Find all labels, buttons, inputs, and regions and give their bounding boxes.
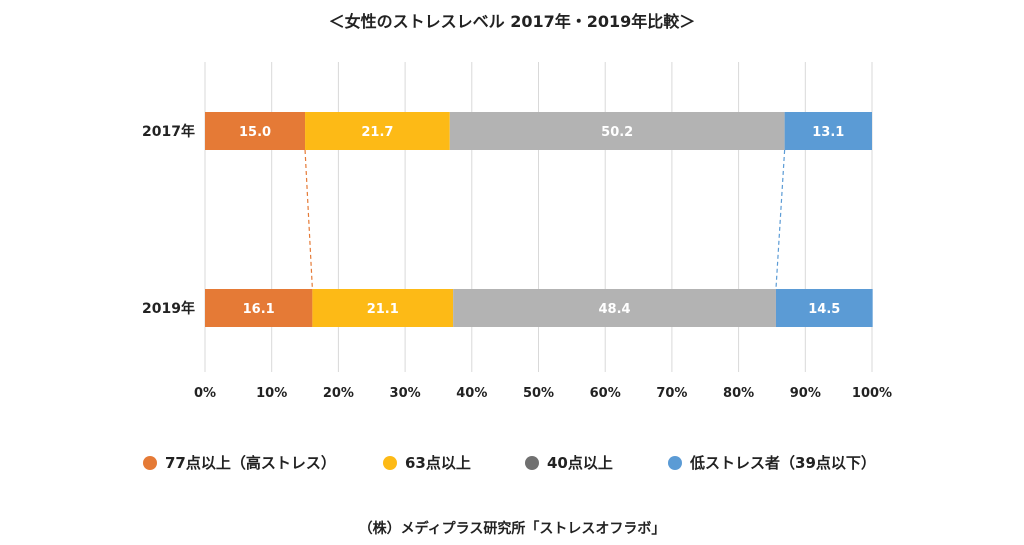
data-label: 48.4 [598,302,630,317]
legend-label-low-stress: 低ストレス者（39点以下） [690,454,876,472]
x-tick-label: 60% [590,386,621,401]
x-tick-label: 50% [523,386,554,401]
legend-item-40-plus: 40点以上 [525,452,613,473]
category-label: 2019年 [142,300,195,317]
bar-segment [205,112,306,150]
legend-marker-low-stress [668,455,682,470]
data-label: 21.1 [367,302,399,317]
bar-segment [775,289,873,327]
x-tick-label: 30% [390,386,421,401]
legend-label-40-plus: 40点以上 [547,454,613,472]
legend-marker-high-stress [143,455,157,470]
data-label: 50.2 [601,125,633,140]
data-label: 16.1 [243,302,275,317]
data-label: 13.1 [812,125,844,140]
x-tick-label: 40% [456,386,487,401]
bar-segment [312,289,454,327]
legend-label-63-plus: 63点以上 [405,454,471,472]
x-tick-label: 70% [656,386,687,401]
chart-legend: 77点以上（高ストレス） 63点以上 40点以上 低ストレス者（39点以下） [0,452,1024,476]
bar-segment [453,289,776,327]
x-tick-label: 20% [323,386,354,401]
chart-title: ＜女性のストレスレベル 2017年・2019年比較＞ [328,12,696,31]
bar-segment [305,112,450,150]
category-label: 2017年 [142,123,195,140]
data-label: 15.0 [239,125,271,140]
legend-item-63-plus: 63点以上 [383,452,471,473]
legend-item-low-stress: 低ストレス者（39点以下） [668,452,876,473]
x-tick-label: 80% [723,386,754,401]
legend-marker-63-plus [383,455,397,470]
x-tick-label: 10% [256,386,287,401]
connector-line [775,149,786,290]
bar-segment [449,112,785,150]
legend-label-high-stress: 77点以上（高ストレス） [165,454,336,472]
bar-segment [784,112,872,150]
connector-line [304,149,313,290]
data-label: 21.7 [361,125,393,140]
x-tick-label: 100% [852,386,892,401]
bar-segment [205,289,313,327]
source-credit: （株）メディプラス研究所「ストレスオフラボ」 [358,521,666,537]
legend-marker-40-plus [525,455,539,470]
data-label: 14.5 [808,302,840,317]
legend-item-high-stress: 77点以上（高ストレス） [143,452,336,473]
x-tick-label: 90% [790,386,821,401]
x-tick-label: 0% [194,386,216,401]
